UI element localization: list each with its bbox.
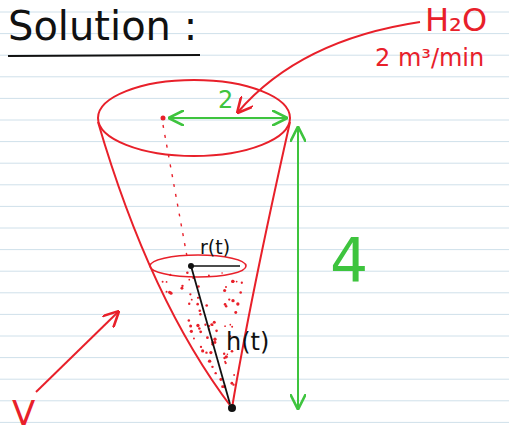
dimension-label: 4 [330,230,368,290]
speckle [224,361,226,363]
volume-arrow [36,312,118,392]
speckle [230,382,233,385]
ruled-line [0,422,509,423]
speckle [196,303,199,306]
speckle [228,298,230,300]
speckle [239,291,242,294]
speckle [224,325,226,327]
speckle [189,325,192,328]
speckle [180,287,183,290]
speckle [190,330,193,333]
speckle [208,275,210,277]
speckle [204,324,206,326]
height-line [191,266,230,404]
ruled-line [0,228,509,229]
apex-dot [228,404,236,412]
speckle [162,281,164,283]
speckle [211,366,213,368]
speckle [199,330,202,333]
ruled-line [0,249,509,250]
cone-side [98,122,232,408]
title-underline [8,55,200,56]
speckle [234,311,237,314]
speckle [231,280,234,283]
speckle [188,319,191,322]
center-dot [161,116,166,121]
speckle [201,349,204,352]
radius-line [191,265,240,267]
speckle [231,299,234,302]
speckle [166,291,168,293]
speckle [208,359,211,362]
speckle [199,313,201,315]
speckle [214,341,217,344]
ruled-line [0,357,509,358]
variable-label: h(t) [226,330,269,354]
speckle [223,357,225,359]
speckle [166,281,168,283]
cone-rim [98,80,290,156]
speckle [197,297,199,299]
speckle [213,338,216,341]
water-surface [150,255,246,277]
rate-label: 2 m³/min [375,46,484,70]
ruled-lines [0,12,509,422]
ruled-line [0,120,509,121]
speckle [225,286,227,288]
speckle [168,291,171,294]
radius-arrow [170,117,286,119]
speckle [215,330,218,333]
speckle [223,289,226,292]
speckle [223,353,225,355]
ruled-line [0,400,509,401]
speckle [233,374,235,376]
ruled-line [0,206,509,207]
speckle [229,324,231,326]
ruled-line [0,314,509,315]
speckle [206,336,209,339]
speckle [181,285,183,287]
speckle [188,279,190,281]
speckle [231,326,233,328]
speckle [236,281,238,283]
variable-label: r(t) [200,238,230,257]
volume-label: V [12,396,35,430]
speckle [209,351,212,354]
speckle [236,302,239,305]
speckle [198,310,201,313]
ruled-line [0,163,509,164]
ruled-line [0,379,509,380]
speckle [169,274,171,276]
speckle [231,280,234,283]
speckle [221,272,223,274]
ruled-line [0,141,509,142]
dimension-label: 2 [218,88,233,112]
ruled-line [0,76,509,77]
speckle [200,346,202,348]
speckle [189,293,191,295]
speckle [186,272,189,275]
cone-side [232,122,290,408]
speckle [191,299,193,301]
ruled-line [0,184,509,185]
speckle [205,304,208,307]
ruled-line [0,271,509,272]
axis-dashed [163,125,188,262]
speckle [205,351,207,353]
speckle [193,338,195,340]
title: Solution : [8,6,197,46]
speckle [241,282,243,284]
speckle [188,302,190,304]
substance-label: H₂O [425,4,487,36]
ruled-line [0,98,509,99]
height-arrow [297,128,299,408]
speckle [214,372,216,374]
speckle [213,321,216,324]
speckle [224,303,227,306]
speckle [196,324,199,327]
speckle [198,327,201,330]
speckle [210,323,213,326]
